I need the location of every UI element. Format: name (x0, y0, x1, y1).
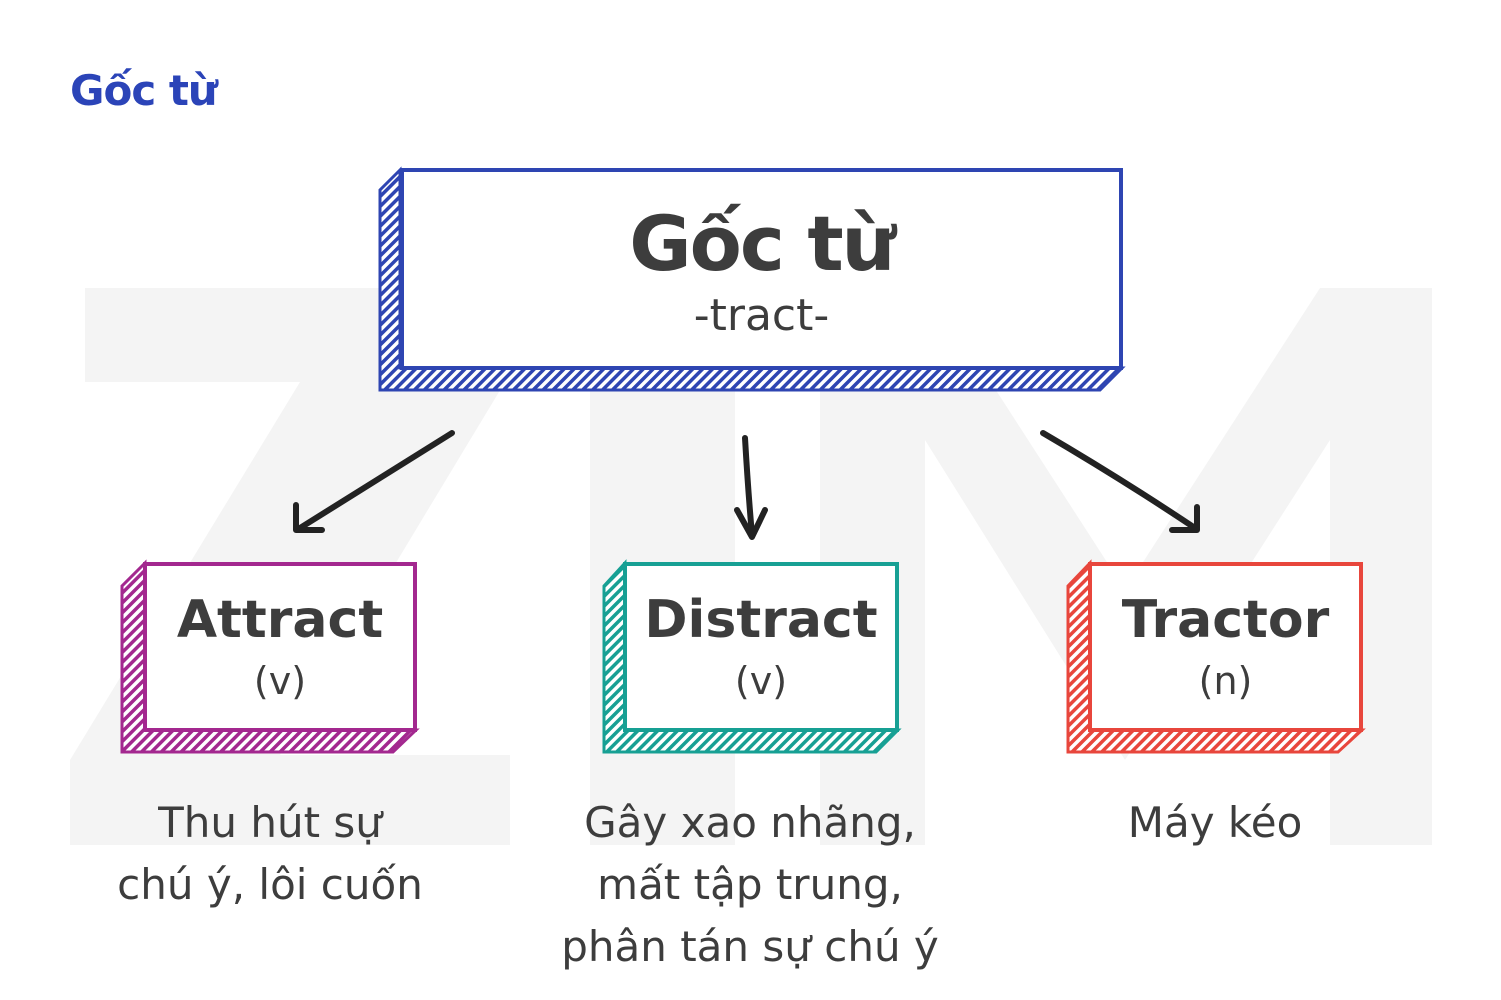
tractor-pos: (n) (1198, 659, 1253, 703)
tractor-box: Tractor (n) (1088, 562, 1363, 732)
attract-box: Attract (v) (143, 562, 417, 732)
distract-box: Distract (v) (623, 562, 899, 732)
arrow-left (297, 430, 455, 531)
root-box: Gốc từ -tract- (400, 168, 1123, 370)
arrow-right (1040, 430, 1198, 531)
attract-word: Attract (176, 590, 384, 650)
distract-pos: (v) (734, 659, 788, 703)
attract-meaning-line-2: chú ý, lôi cuốn (117, 860, 423, 909)
distract-word: Distract (644, 590, 878, 650)
tractor-meaning: Máy kéo (1040, 792, 1390, 854)
distract-meaning-line-2: mất tập trung, (597, 860, 903, 909)
attract-meaning: Thu hút sự chú ý, lôi cuốn (70, 792, 470, 916)
arrow-middle (742, 435, 755, 538)
distract-meaning: Gây xao nhãng, mất tập trung, phân tán s… (545, 792, 955, 978)
distract-meaning-line-3: phân tán sự chú ý (561, 922, 939, 971)
attract-meaning-line-1: Thu hút sự (158, 798, 382, 847)
attract-pos: (v) (253, 659, 307, 703)
tractor-word: Tractor (1121, 590, 1330, 650)
tractor-meaning-line-1: Máy kéo (1127, 798, 1303, 847)
page-heading: Gốc từ (70, 66, 218, 115)
root-subtitle: -tract- (693, 290, 830, 341)
root-title: Gốc từ (629, 199, 896, 288)
distract-meaning-line-1: Gây xao nhãng, (584, 798, 916, 847)
